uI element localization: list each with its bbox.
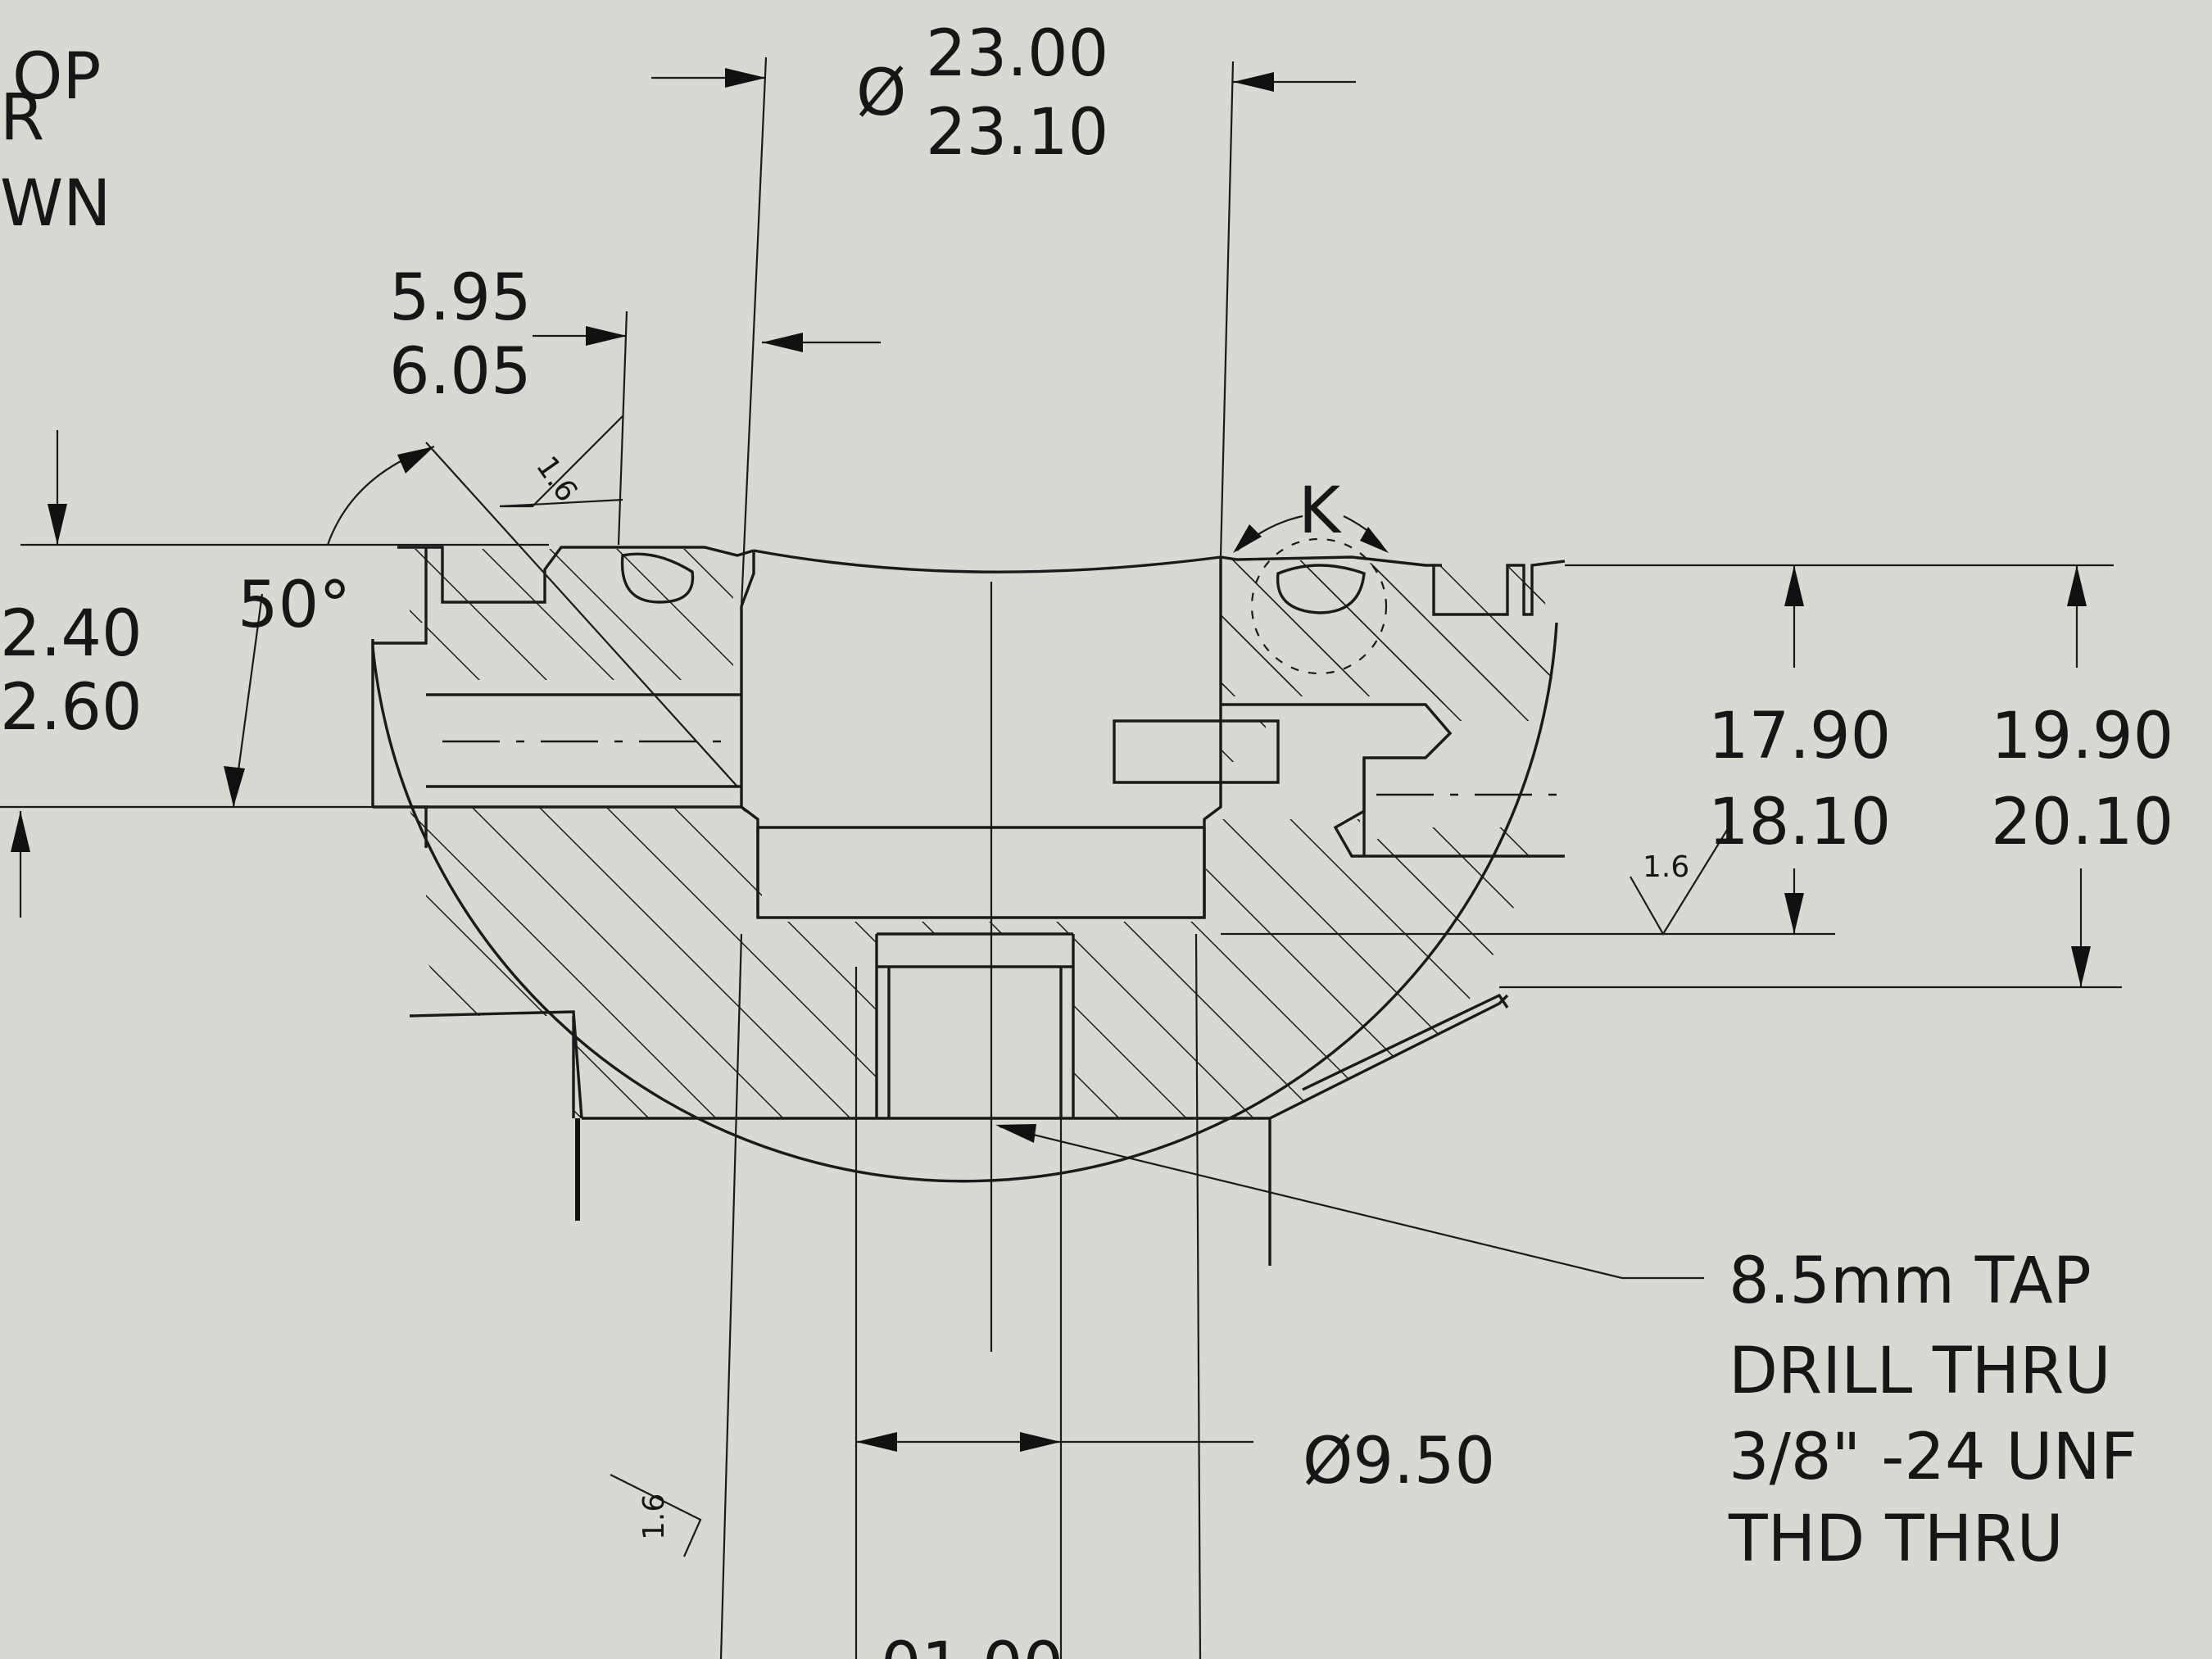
- dimension-lines: [0, 57, 2122, 1659]
- tap-note-line3: 3/8" -24 UNF: [1729, 1421, 2137, 1494]
- tap-note-line4: THD THRU: [1728, 1503, 2064, 1576]
- title-fragment-line3: WN: [0, 167, 111, 241]
- depth-a-lower: 18.10: [1708, 786, 1891, 859]
- left-height-lower: 2.60: [0, 671, 143, 745]
- surface-finish-symbol-face: [1630, 827, 1729, 936]
- tap-note-leader: [995, 1124, 1704, 1280]
- depth-b-lower: 20.10: [1991, 786, 2173, 859]
- surface-finish-symbol-bottom: [610, 1474, 702, 1557]
- title-fragment-line1: OP: [12, 40, 101, 114]
- top-dia-lower: 23.10: [926, 96, 1108, 170]
- finish-face-value: 1.6: [1643, 850, 1689, 884]
- bottom-partial-dimension: 01.00: [881, 1630, 1063, 1659]
- top-dia-symbol: Ø: [856, 57, 906, 130]
- groove-width-lower: 6.05: [389, 335, 532, 409]
- seal-groove-left: [620, 552, 695, 604]
- top-dia-upper: 23.00: [926, 17, 1108, 91]
- detail-letter: K: [1299, 474, 1342, 548]
- tap-note-line2: DRILL THRU: [1729, 1335, 2111, 1408]
- finish-groove-value: 1.6: [529, 451, 583, 508]
- tap-note-line1: 8.5mm TAP: [1729, 1244, 2092, 1318]
- title-fragment-line2: R: [0, 81, 44, 155]
- bore-diameter: Ø9.50: [1303, 1425, 1495, 1498]
- surface-finish-symbol-groove: [499, 415, 623, 508]
- section-hatching: [410, 549, 1552, 1118]
- left-height-upper: 2.40: [0, 597, 143, 671]
- seal-groove-right: [1250, 537, 1388, 675]
- depth-a-upper: 17.90: [1708, 700, 1891, 773]
- depth-b-upper: 19.90: [1991, 700, 2173, 773]
- angle-dimension: 50°: [238, 569, 351, 642]
- finish-bottom-value: 1.6: [637, 1494, 671, 1540]
- groove-width-upper: 5.95: [389, 261, 532, 335]
